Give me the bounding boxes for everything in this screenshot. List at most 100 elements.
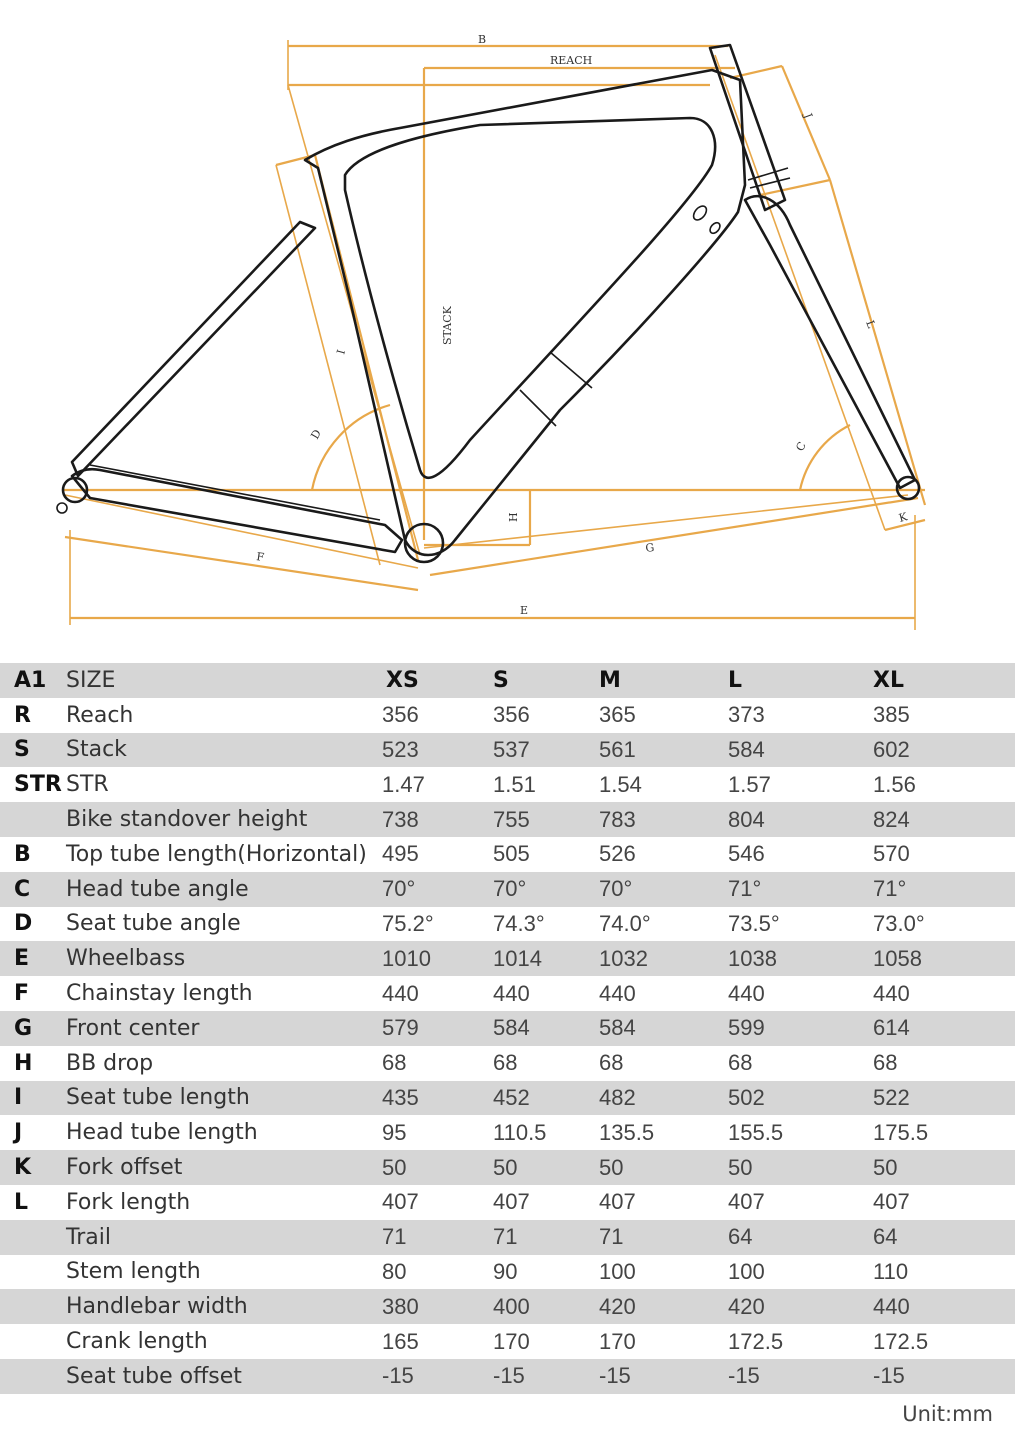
- row-key: G: [0, 1010, 66, 1046]
- header-key: A1: [0, 663, 66, 698]
- row-value: 356: [493, 702, 530, 728]
- head-tube-band-2: [749, 177, 791, 189]
- row-value: 599: [728, 1010, 873, 1046]
- row-name: Head tube angle: [66, 871, 382, 907]
- row-value: 420: [728, 1289, 873, 1325]
- row-value: 584: [599, 1010, 728, 1046]
- dim-f-line: [64, 535, 419, 592]
- row-value: 1038: [728, 941, 873, 977]
- row-value: 502: [728, 1080, 873, 1116]
- seat-stay: [70, 220, 317, 478]
- rear-derailleur-hanger: [56, 502, 68, 514]
- down-tube-line-2: [519, 389, 557, 427]
- row-value: 1010: [382, 941, 493, 977]
- row-value: 522: [873, 1080, 1015, 1116]
- unit-label: Unit:mm: [902, 1402, 993, 1426]
- label-h: H: [507, 512, 520, 522]
- dim-j-line: [780, 65, 832, 181]
- row-value: 68: [599, 1050, 624, 1076]
- row-value: 407: [873, 1189, 910, 1215]
- dim-i-outer: [275, 164, 381, 566]
- table-header-row: A1 SIZE XS S M L XL: [0, 663, 1015, 698]
- row-name: Wheelbass: [66, 941, 382, 977]
- row-value: 1.51: [493, 771, 536, 797]
- row-name: BB drop: [66, 1050, 154, 1076]
- label-i: I: [334, 348, 348, 356]
- header-size-l: L: [728, 663, 873, 698]
- down-tube-line-1: [549, 351, 593, 389]
- label-k: K: [897, 510, 909, 525]
- row-value: 584: [728, 732, 873, 768]
- label-stack: STACK: [441, 305, 454, 345]
- row-value: 435: [382, 1080, 493, 1116]
- row-name: Seat tube angle: [66, 911, 241, 937]
- row-value: -15: [599, 1358, 728, 1394]
- row-value: 135.5: [599, 1119, 655, 1145]
- row-value: 523: [382, 732, 493, 768]
- row-key: [0, 1219, 66, 1255]
- row-value: 420: [599, 1289, 728, 1325]
- row-value: 110.5: [493, 1119, 547, 1145]
- row-name: Stack: [66, 732, 382, 768]
- row-name: Fork length: [66, 1189, 191, 1215]
- row-value: 537: [493, 732, 599, 768]
- row-value: 71: [493, 1219, 599, 1255]
- header-size-s: S: [493, 663, 599, 698]
- dim-g-axis: [423, 494, 909, 549]
- row-name: Trail: [66, 1219, 382, 1255]
- row-value: 50: [873, 1150, 1015, 1185]
- row-value: 804: [728, 802, 873, 837]
- header-size-label: SIZE: [66, 663, 382, 698]
- row-value: -15: [728, 1358, 873, 1394]
- row-value: 602: [873, 732, 1015, 768]
- row-value: 407: [728, 1189, 765, 1215]
- row-value: 74.0°: [599, 910, 651, 936]
- row-key: S: [0, 732, 66, 768]
- row-value: 407: [493, 1189, 530, 1215]
- row-value: 440: [873, 980, 910, 1006]
- row-value: 365: [599, 702, 636, 728]
- dim-f-axis: [64, 494, 419, 569]
- chain-stay: [70, 467, 404, 554]
- row-value: 584: [493, 1010, 599, 1046]
- row-value: 73.0°: [873, 910, 925, 936]
- row-value: 64: [873, 1219, 1015, 1255]
- fork: [743, 194, 917, 490]
- row-value: 172.5: [873, 1328, 929, 1354]
- row-value: 50: [493, 1150, 599, 1185]
- front-triangle-window: [343, 116, 717, 479]
- row-name: Fork offset: [66, 1150, 382, 1185]
- row-value: 64: [728, 1219, 873, 1255]
- row-key: R: [14, 702, 31, 728]
- row-name: Seat tube length: [66, 1080, 382, 1116]
- front-triangle-outer: [303, 68, 747, 557]
- row-value: 1.54: [599, 771, 642, 797]
- row-value: 68: [493, 1050, 518, 1076]
- head-tube: [708, 43, 787, 212]
- label-reach: REACH: [550, 54, 592, 67]
- row-key: [0, 1324, 66, 1359]
- row-value: 71: [599, 1219, 728, 1255]
- row-value: 50: [728, 1150, 873, 1185]
- rear-dropout: [61, 476, 89, 504]
- row-value: 1.47: [382, 771, 425, 797]
- row-value: 561: [599, 732, 728, 768]
- bottom-bracket: [403, 522, 445, 564]
- label-d: D: [308, 427, 324, 441]
- row-name: Top tube length(Horizontal): [66, 841, 367, 867]
- row-value: 50: [599, 1150, 728, 1185]
- row-value: 482: [599, 1080, 728, 1116]
- row-value: 373: [728, 702, 765, 728]
- dim-steer-axis: [714, 54, 886, 531]
- row-name: Seat tube offset: [66, 1358, 382, 1394]
- row-key: STR: [14, 772, 62, 798]
- row-value: 407: [599, 1189, 636, 1215]
